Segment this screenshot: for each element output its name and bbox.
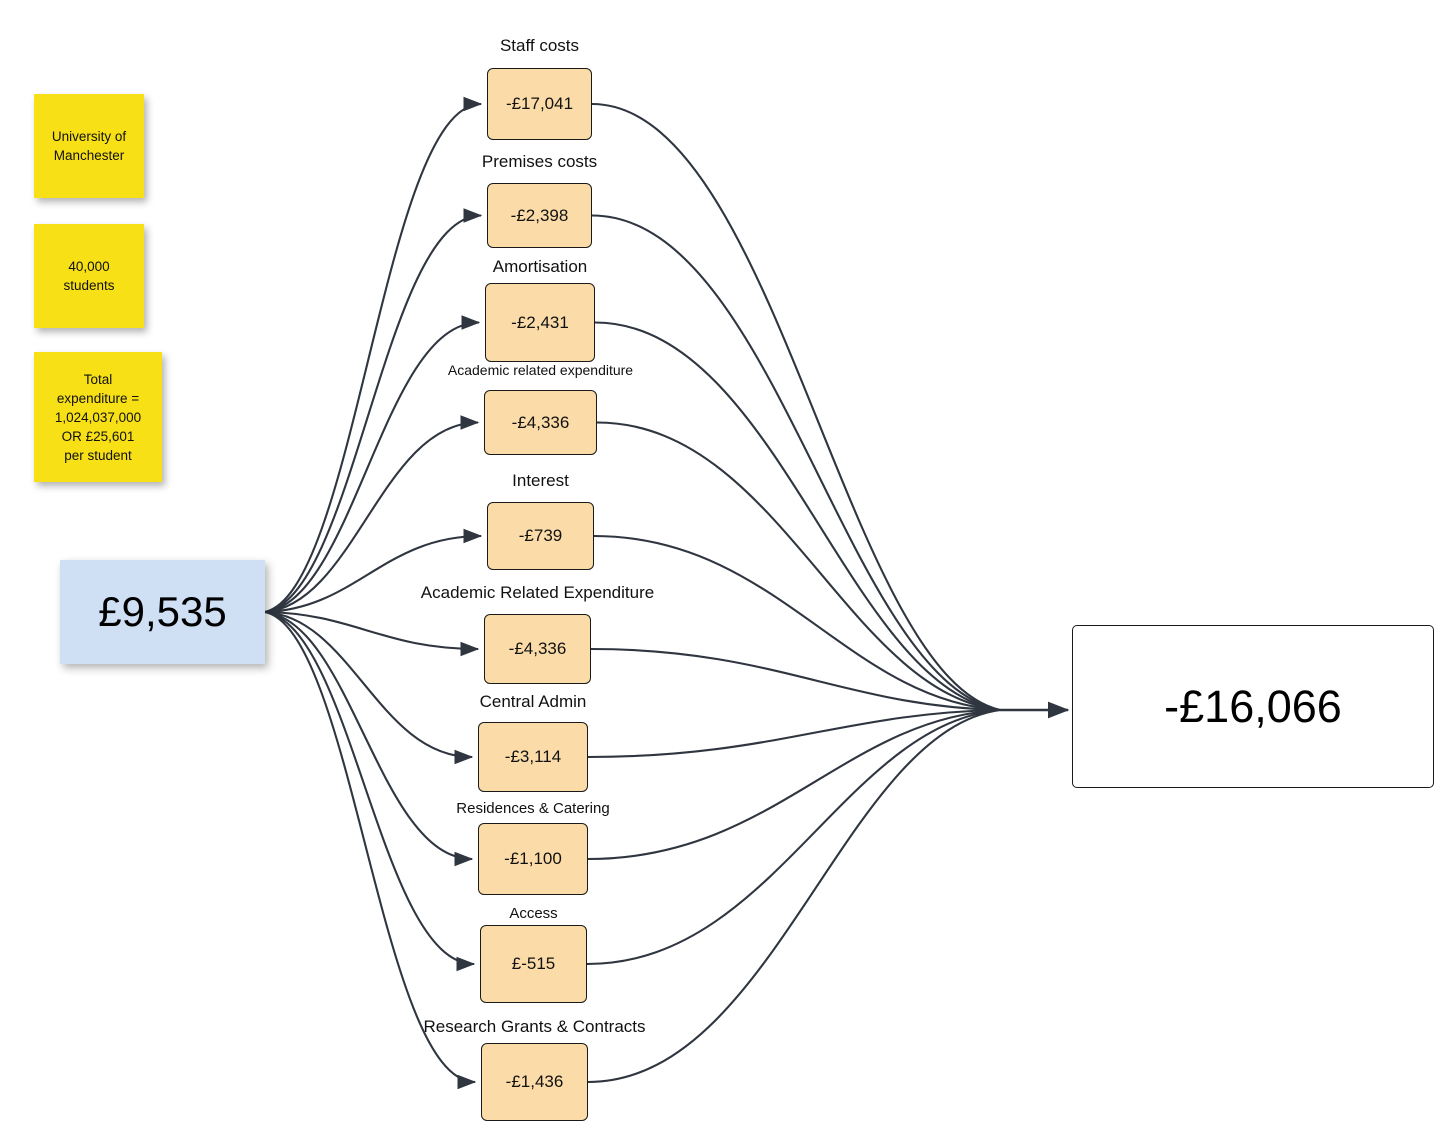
edge-source-to-staff-costs xyxy=(264,96,483,614)
expense-node-academic-related-expenditure[interactable]: -£4,336 xyxy=(484,390,597,455)
source-node-value: £9,535 xyxy=(98,588,227,635)
edge-staff-costs-to-result xyxy=(591,102,1001,712)
edge-interest-to-result xyxy=(593,534,1001,712)
expense-value-amortisation: -£2,431 xyxy=(511,312,569,332)
expense-node-research-grants-and-contracts[interactable]: -£1,436 xyxy=(481,1043,588,1121)
result-node-value: -£16,066 xyxy=(1164,680,1342,732)
expense-value-central-admin: -£3,114 xyxy=(504,747,562,766)
edge-source-to-academic-related-expenditure-2 xyxy=(264,610,480,657)
expense-label-interest: Interest xyxy=(512,471,569,490)
expense-label-access: Access xyxy=(509,905,558,922)
expense-value-staff-costs: -£17,041 xyxy=(505,94,574,113)
expense-value-academic-related-expenditure-2: -£4,336 xyxy=(508,639,567,658)
expense-value-residences-and-catering: -£1,100 xyxy=(504,849,562,868)
expense-node-premises-costs[interactable]: -£2,398 xyxy=(487,183,592,248)
sticky-note-students-text: 40,000 students xyxy=(63,259,115,293)
expense-value-access: £-515 xyxy=(511,954,556,973)
sticky-note-university: University of Manchester xyxy=(34,94,144,198)
edge-premises-costs-to-result xyxy=(591,214,1001,712)
expense-label-research-grants-and-contracts: Research Grants & Contracts xyxy=(423,1017,646,1036)
edge-source-to-central-admin xyxy=(264,610,474,765)
edge-academic-related-expenditure-to-result xyxy=(596,421,1001,712)
expense-label-academic-related-expenditure-2: Academic Related Expenditure xyxy=(420,583,655,602)
edge-central-admin-to-result xyxy=(587,708,1001,759)
source-node-income[interactable]: £9,535 xyxy=(60,560,265,664)
expense-node-access[interactable]: £-515 xyxy=(480,925,587,1003)
result-node-net[interactable]: -£16,066 xyxy=(1072,625,1434,788)
expense-value-interest: -£739 xyxy=(518,526,563,545)
edge-source-to-residences-and-catering xyxy=(264,610,474,867)
expense-label-academic-related-expenditure: Academic related expenditure xyxy=(447,362,634,378)
expense-value-academic-related-expenditure: -£4,336 xyxy=(511,412,570,432)
edge-residences-and-catering-to-result xyxy=(587,708,1001,861)
sticky-note-students: 40,000 students xyxy=(34,224,144,328)
sticky-note-total-expenditure-text: Total expenditure = 1,024,037,000 OR £25… xyxy=(54,371,142,463)
sticky-note-total-expenditure: Total expenditure = 1,024,037,000 OR £25… xyxy=(34,352,162,482)
expense-label-central-admin: Central Admin xyxy=(479,692,587,711)
expense-node-residences-and-catering[interactable]: -£1,100 xyxy=(478,823,588,895)
sticky-note-university-text: University of Manchester xyxy=(51,129,127,163)
edge-source-to-research-grants-and-contracts xyxy=(264,610,477,1090)
expense-value-premises-costs: -£2,398 xyxy=(510,205,569,225)
expense-node-interest[interactable]: -£739 xyxy=(487,502,594,570)
expense-label-amortisation: Amortisation xyxy=(492,257,588,276)
expense-node-staff-costs[interactable]: -£17,041 xyxy=(487,68,592,140)
expense-node-amortisation[interactable]: -£2,431 xyxy=(485,283,595,362)
edge-access-to-result xyxy=(586,708,1001,966)
expense-label-premises-costs: Premises costs xyxy=(481,152,598,171)
edge-amortisation-to-result xyxy=(594,321,1001,712)
expense-label-residences-and-catering: Residences & Catering xyxy=(456,800,610,817)
expense-label-staff-costs: Staff costs xyxy=(499,36,580,55)
expense-value-research-grants-and-contracts: -£1,436 xyxy=(505,1072,564,1091)
expense-node-central-admin[interactable]: -£3,114 xyxy=(478,722,588,792)
expense-node-academic-related-expenditure-2[interactable]: -£4,336 xyxy=(484,614,591,684)
